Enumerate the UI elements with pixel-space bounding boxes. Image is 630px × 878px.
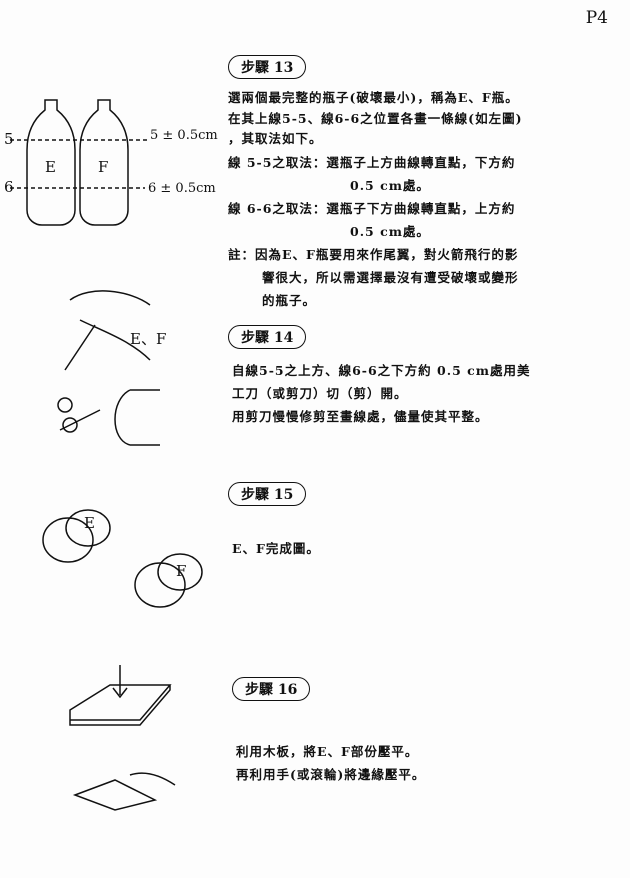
bottle-f-label: F — [98, 158, 109, 176]
step-13-line: 線 5-5之取法：選瓶子上方曲線轉直點，下方約 — [228, 155, 516, 170]
step-16-line: 利用木板，將E、F部份壓平。 — [236, 744, 419, 759]
step-13-line: 註：因為E、F瓶要用來作尾翼，對火箭飛行的影 — [228, 247, 519, 262]
bottles-illustration — [10, 99, 150, 226]
step-13-line: 的瓶子。 — [262, 293, 317, 308]
step-13-line: 線 6-6之取法：選瓶子下方曲線轉直點，上方約 — [228, 201, 516, 216]
bottle-e-label: E — [45, 158, 56, 176]
tolerance-6-label: 6 ± 0.5cm — [148, 181, 216, 196]
step-13-line: 在其上線5-5、線6-6之位置各畫一條線(如左圖) — [228, 111, 523, 126]
step-15-title: 步驟 15 — [228, 482, 307, 506]
page-number: P4 — [585, 8, 608, 28]
step-13-line: ，其取法如下。 — [228, 131, 323, 146]
step-15-line: E、F完成圖。 — [232, 541, 320, 556]
cut-label: E、F — [130, 330, 167, 348]
rings-illustration — [42, 509, 203, 608]
step-16-line: 再利用手(或滾輪)將邊緣壓平。 — [236, 767, 426, 782]
ring-e-label: E — [84, 514, 95, 532]
step-14-line: 用剪刀慢慢修剪至畫線處，儘量使其平整。 — [232, 409, 489, 424]
step-14-line: 工刀（或剪刀）切（剪）開。 — [232, 386, 408, 401]
pressing-illustration — [69, 665, 176, 811]
step-14-line: 自線5-5之上方、線6-6之下方約 0.5 cm處用美 — [232, 363, 531, 378]
ring-f-label: F — [176, 562, 187, 580]
step-16-title: 步驟 16 — [232, 677, 311, 701]
cutting-illustration — [57, 290, 160, 446]
line5-label: 5 — [4, 130, 14, 148]
step-14-title: 步驟 14 — [228, 325, 307, 349]
line6-label: 6 — [4, 178, 14, 196]
step-13-line: 響很大，所以需選擇最沒有遭受破壞或變形 — [262, 270, 519, 285]
step-13-line: 選兩個最完整的瓶子(破壞最小)，稱為E、F瓶。 — [228, 90, 519, 105]
step-13-title: 步驟 13 — [228, 55, 307, 79]
step-13-line: 0.5 cm處。 — [350, 178, 430, 193]
step-13-line: 0.5 cm處。 — [350, 224, 430, 239]
tolerance-5-label: 5 ± 0.5cm — [150, 128, 218, 143]
